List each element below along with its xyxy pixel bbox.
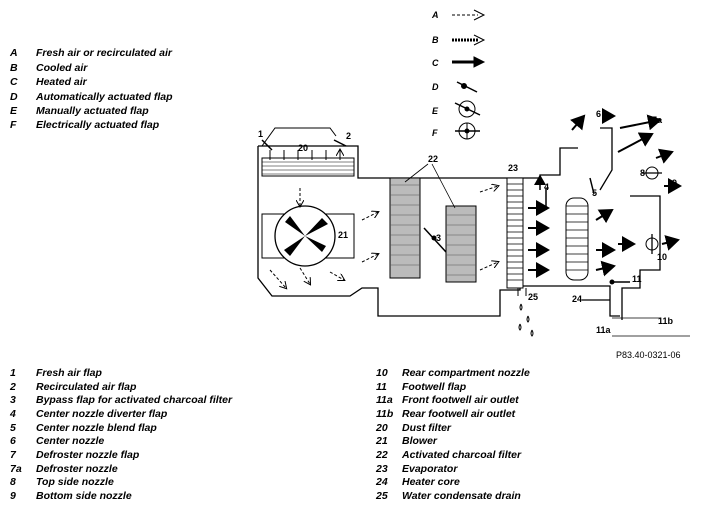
list-text: Activated charcoal filter xyxy=(402,449,522,461)
hvac-diagram: 1 2 3 4 5 6 7a 8 9 10 11 11a 11b 20 21 2… xyxy=(257,9,690,337)
symbol-key-label: E xyxy=(432,106,439,116)
list-number: 9 xyxy=(10,490,16,502)
list-text: Dust filter xyxy=(402,422,452,434)
legend-text: Electrically actuated flap xyxy=(36,119,160,131)
list-text: Rear compartment nozzle xyxy=(402,367,530,379)
dust-filter xyxy=(261,150,355,177)
list-number: 22 xyxy=(376,449,388,461)
label-8: 8 xyxy=(640,168,645,178)
symbol-key-label: B xyxy=(432,35,439,45)
legend-key: C xyxy=(10,76,18,88)
legend-text: Automatically actuated flap xyxy=(36,91,173,103)
solid-arrow-icon xyxy=(452,56,486,68)
list-number: 4 xyxy=(10,408,16,420)
striped-arrow-icon xyxy=(452,34,486,46)
symbol-key-label: C xyxy=(432,58,439,68)
symbol-key-label: F xyxy=(432,128,438,138)
list-number: 7 xyxy=(10,449,16,461)
evaporator xyxy=(506,177,524,289)
nozzle-flaps xyxy=(545,166,662,285)
list-text: Center nozzle diverter flap xyxy=(36,408,168,420)
symbol-key-label: A xyxy=(432,10,439,20)
label-10: 10 xyxy=(657,252,667,262)
legend-text: Cooled air xyxy=(36,62,88,74)
list-text: Defroster nozzle flap xyxy=(36,449,140,461)
label-22: 22 xyxy=(428,154,438,164)
list-number: 2 xyxy=(10,381,16,393)
list-text: Heater core xyxy=(402,476,460,488)
label-11: 11 xyxy=(632,274,642,284)
list-number: 1 xyxy=(10,367,16,379)
list-text: Blower xyxy=(402,435,438,447)
list-number: 21 xyxy=(376,435,388,447)
label-2: 2 xyxy=(346,131,351,141)
list-number: 24 xyxy=(376,476,388,488)
list-text: Bottom side nozzle xyxy=(36,490,132,502)
list-number: 10 xyxy=(376,367,388,379)
legend-key: E xyxy=(10,105,18,117)
symbol-key-arrows xyxy=(452,9,486,140)
list-number: 23 xyxy=(376,463,388,475)
blower xyxy=(261,205,355,267)
label-24: 24 xyxy=(572,294,582,304)
cooled-air-arrows xyxy=(528,174,550,278)
symbol-key-label: D xyxy=(432,82,439,92)
legend-key: D xyxy=(10,91,18,103)
list-text: Recirculated air flap xyxy=(36,381,137,393)
list-number: 25 xyxy=(376,490,388,502)
condensate-drain xyxy=(517,288,534,337)
label-4: 4 xyxy=(544,182,549,192)
label-25: 25 xyxy=(528,292,538,302)
list-text: Water condensate drain xyxy=(402,490,521,502)
charcoal-filters xyxy=(389,177,477,283)
label-9: 9 xyxy=(672,178,677,188)
label-5: 5 xyxy=(592,188,597,198)
list-text: Center nozzle xyxy=(36,435,105,447)
list-number: 5 xyxy=(10,422,16,434)
figure-code: P83.40-0321-06 xyxy=(616,350,681,360)
list-number: 6 xyxy=(10,435,16,447)
legend-key: A xyxy=(10,47,18,59)
list-text: Top side nozzle xyxy=(36,476,114,488)
manual-flap-icon xyxy=(454,100,481,118)
label-3: 3 xyxy=(436,233,441,243)
list-text: Defroster nozzle xyxy=(36,463,118,475)
heater-core xyxy=(565,197,589,281)
open-arrow-icon xyxy=(452,9,486,21)
legend-text: Manually actuated flap xyxy=(36,105,149,117)
list-number: 20 xyxy=(376,422,388,434)
label-6: 6 xyxy=(596,109,601,119)
list-number: 3 xyxy=(10,394,16,406)
label-11b: 11b xyxy=(658,316,674,326)
legend-text: Fresh air or recirculated air xyxy=(36,47,172,59)
label-7a: 7a xyxy=(652,115,663,125)
symbol-key: A B C D E F xyxy=(432,6,502,138)
heated-air-arrows xyxy=(570,108,682,277)
list-number: 11a xyxy=(376,394,393,406)
airflow-arrows xyxy=(269,186,498,288)
electric-flap-icon xyxy=(455,122,480,140)
list-number: 7a xyxy=(10,463,22,475)
component-numbers: 1 2 3 4 5 6 7a 8 9 10 11 11a 11b 20 21 2… xyxy=(258,109,677,335)
list-number: 11b xyxy=(376,408,394,420)
leader-lines xyxy=(404,163,690,337)
list-text: Front footwell air outlet xyxy=(402,394,519,406)
list-text: Bypass flap for activated charcoal filte… xyxy=(36,394,233,406)
list-text: Center nozzle blend flap xyxy=(36,422,157,434)
list-text: Evaporator xyxy=(402,463,458,475)
label-20: 20 xyxy=(298,143,308,153)
list-text: Footwell flap xyxy=(402,381,467,393)
list-number: 8 xyxy=(10,476,16,488)
label-1: 1 xyxy=(258,129,263,139)
legend-key: B xyxy=(10,62,18,74)
list-number: 11 xyxy=(376,381,387,393)
list-text: Fresh air flap xyxy=(36,367,102,379)
label-23: 23 xyxy=(508,163,518,173)
label-21: 21 xyxy=(338,230,348,240)
legend-key: F xyxy=(10,119,17,131)
label-11a: 11a xyxy=(596,325,612,335)
auto-flap-icon xyxy=(456,81,478,93)
legend-text: Heated air xyxy=(36,76,87,88)
list-text: Rear footwell air outlet xyxy=(402,408,516,420)
